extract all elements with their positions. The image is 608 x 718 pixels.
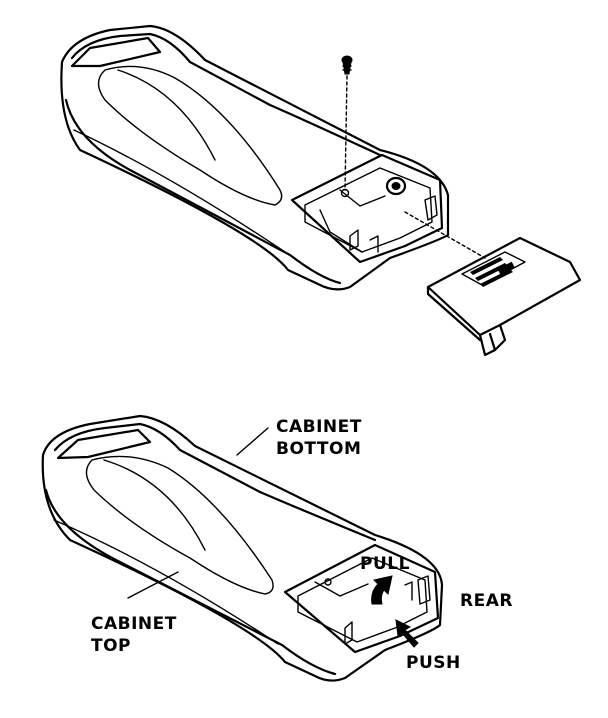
latch-tab-right xyxy=(369,235,379,253)
rear-latch-3 xyxy=(404,581,413,601)
compartment-rib-2 xyxy=(314,581,369,597)
rear-latch-2 xyxy=(417,575,431,605)
remote-control-top-view xyxy=(60,24,582,357)
screw-icon xyxy=(341,55,353,75)
label-pull: PULL xyxy=(360,554,410,574)
remote-side-curve xyxy=(73,129,286,253)
remote-side-curve-2 xyxy=(53,519,279,645)
compartment-rib xyxy=(339,189,386,207)
remote-raised-panel xyxy=(97,65,283,206)
battery-terminal-center xyxy=(391,182,401,190)
remote-side-edge-2 xyxy=(44,488,337,676)
remote-body-outline-2 xyxy=(41,414,444,682)
label-cabinet-bottom-line1: CABINET xyxy=(276,417,362,437)
label-cabinet-bottom-line2: BOTTOM xyxy=(276,439,361,459)
remote-top-bevel xyxy=(70,32,382,157)
remote-panel-curve-2 xyxy=(103,459,206,551)
battery-cover xyxy=(426,236,582,357)
label-push: PUSH xyxy=(406,653,461,673)
remote-end-cap xyxy=(70,36,162,68)
label-rear: REAR xyxy=(460,591,513,611)
remote-side-edge xyxy=(64,98,342,285)
battery-compartment-inner xyxy=(304,167,433,253)
label-cabinet-top-line1: CABINET xyxy=(91,614,177,634)
cover-guide-line xyxy=(404,211,486,259)
label-cabinet-top-line2: TOP xyxy=(91,636,131,656)
remote-raised-panel-2 xyxy=(85,455,274,595)
cabinet-top-leader xyxy=(127,571,179,599)
push-arrow-icon xyxy=(395,619,419,648)
compartment-wall xyxy=(319,209,363,253)
battery-compartment-inner-2 xyxy=(297,557,428,643)
pull-arrow-icon xyxy=(371,575,393,605)
battery-compartment xyxy=(290,153,444,264)
remote-body-outline xyxy=(60,24,450,291)
remote-panel-curve xyxy=(117,69,216,161)
remote-top-bevel-2 xyxy=(53,422,377,542)
rear-latch xyxy=(424,195,438,221)
remote-end-cap-2 xyxy=(56,428,152,460)
battery-terminal-icon xyxy=(385,176,407,196)
cabinet-bottom-leader xyxy=(236,427,269,456)
remote-control-bottom-view xyxy=(41,414,444,682)
screw-hole-2 xyxy=(324,578,332,586)
latch-tab-left xyxy=(349,229,359,251)
battery-compartment-2 xyxy=(283,543,440,654)
screw-guide-line xyxy=(344,75,348,191)
latch-tab-2 xyxy=(344,621,353,645)
